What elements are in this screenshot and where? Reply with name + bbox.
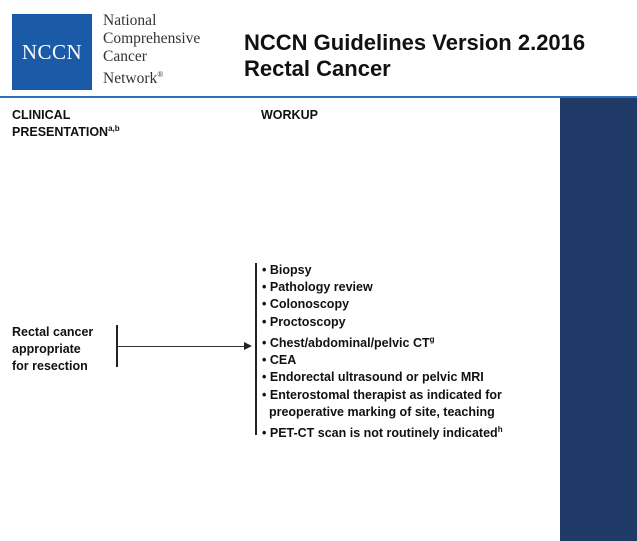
clinical-presentation-header: CLINICAL PRESENTATIONa,b xyxy=(12,108,120,139)
workup-item-text: Endorectal ultrasound or pelvic MRI xyxy=(269,370,484,385)
workup-item: Pathology review xyxy=(262,279,503,296)
workup-item-text: Chest/abdominal/pelvic CT xyxy=(269,335,430,350)
org-name-line-last: Network® xyxy=(103,66,200,88)
title-line-1: NCCN Guidelines Version 2.2016 xyxy=(244,30,586,55)
presentation-text: Rectal cancer appropriate for resection xyxy=(12,325,94,373)
page-title: NCCN Guidelines Version 2.2016 Rectal Ca… xyxy=(244,30,585,82)
clinical-presentation-line1: CLINICAL xyxy=(12,108,71,122)
registered-mark: ® xyxy=(157,70,164,79)
org-name-line: Cancer xyxy=(103,48,147,65)
workup-item-text: Pathology review xyxy=(269,280,373,295)
workup-item: PET-CT scan is not routinely indicatedh xyxy=(262,421,503,442)
side-navigation-panel xyxy=(560,98,637,541)
workup-item: Biopsy xyxy=(262,262,503,279)
workup-item-text: preoperative marking of site, teaching xyxy=(268,404,495,419)
workup-item: Colonoscopy xyxy=(262,296,503,313)
clinical-presentation-line2-wrap: PRESENTATIONa,b xyxy=(12,122,120,139)
footnote-ref[interactable]: h xyxy=(497,424,503,434)
workup-item: CEA xyxy=(262,352,503,369)
workup-item: Endorectal ultrasound or pelvic MRI xyxy=(262,369,503,386)
workup-list: Biopsy Pathology review Colonoscopy Proc… xyxy=(262,262,503,442)
workup-item-continuation: preoperative marking of site, teaching xyxy=(262,404,503,421)
footnote-ref[interactable]: g xyxy=(429,334,435,344)
org-name-line: Comprehensive xyxy=(103,30,201,47)
footnote-ref[interactable]: a,b xyxy=(108,124,120,133)
presentation-bracket xyxy=(116,325,118,367)
org-name: National Comprehensive Cancer Network® xyxy=(103,12,200,88)
workup-item: Proctoscopy xyxy=(262,314,503,331)
workup-item-text: PET-CT scan is not routinely indicated xyxy=(269,426,498,441)
workup-item: Chest/abdominal/pelvic CTg xyxy=(262,331,503,352)
workup-item-text: Proctoscopy xyxy=(269,314,346,329)
clinical-presentation-line2: PRESENTATION xyxy=(12,125,109,140)
workup-item-text: Biopsy xyxy=(269,263,312,277)
workup-bracket xyxy=(255,263,257,435)
flow-arrow-head xyxy=(244,342,252,350)
workup-item-text: Enterostomal therapist as indicated for xyxy=(269,387,502,402)
flow-arrow-line xyxy=(118,346,246,347)
workup-item-text: Colonoscopy xyxy=(269,297,350,312)
header-divider xyxy=(0,96,637,98)
logo-text: NCCN xyxy=(21,39,83,64)
workup-item-text: CEA xyxy=(269,353,297,368)
org-name-line: National xyxy=(103,12,157,29)
workup-header: WORKUP xyxy=(261,108,318,122)
nccn-logo: NCCN xyxy=(12,14,92,90)
workup-item: Enterostomal therapist as indicated for xyxy=(262,387,503,404)
org-name-line: Network xyxy=(103,70,158,88)
title-line-2: Rectal Cancer xyxy=(244,56,391,81)
